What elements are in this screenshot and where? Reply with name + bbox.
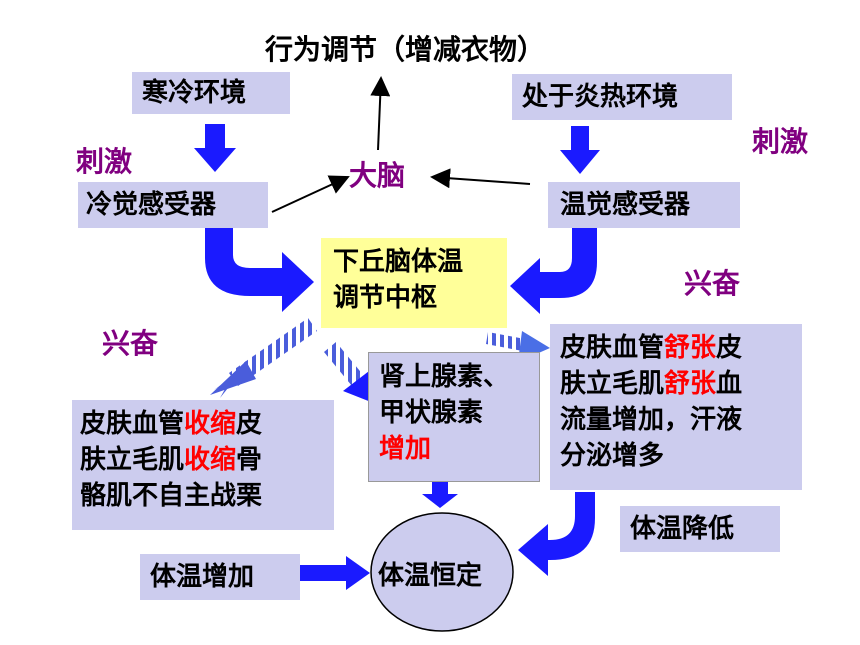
arrow-cold-receptor-to-brain [271,175,350,213]
hot-line1-a: 皮肤血管 [560,333,665,363]
arrow-hormones-to-constant [422,480,458,508]
cold-response-box: 皮肤血管收缩皮 肤立毛肌收缩骨 骼肌不自主战栗 [72,400,334,530]
warm-receptor-box: 温觉感受器 [548,182,740,228]
arrow-cold-receptor-to-center [205,228,314,312]
hot-line1-c: 皮 [716,333,743,363]
hot-line4: 分泌增多 [560,441,665,471]
hormones-line1: 肾上腺素、 [379,362,510,392]
temp-constant-label: 体温恒定 [378,561,483,591]
hot-line2-b: 舒张 [664,369,717,399]
hot-line3: 流量增加，汗液 [560,405,743,435]
arrow-warm-receptor-to-center [510,228,597,314]
temp-decrease-box: 体温降低 [620,506,780,552]
hot-response-box: 皮肤血管舒张皮 肤立毛肌舒张血 流量增加，汗液 分泌增多 [550,324,802,490]
behavior-regulation-title: 行为调节（增减衣物） [265,33,546,66]
hypothalamus-line1: 下丘脑体温 [333,247,464,277]
stimulus-label-right: 刺激 [752,125,809,158]
temp-increase-box: 体温增加 [140,554,300,600]
temp-constant-circle [370,512,514,632]
hot-line2-c: 血 [716,369,743,399]
cold-line1-b: 收缩 [184,409,237,439]
hot-line1-b: 舒张 [664,333,717,363]
cold-line3: 骼肌不自主战栗 [80,481,263,511]
brain-label: 大脑 [349,159,406,192]
arrow-temp-increase-to-constant [300,556,370,590]
arrow-center-to-cold-response [210,318,317,398]
arrow-center-to-hormones [324,342,376,404]
hot-environment-box: 处于炎热环境 [512,74,732,120]
excite-label-right: 兴奋 [684,267,741,300]
hormones-increase: 增加 [379,434,432,464]
hormones-box: 肾上腺素、 甲状腺素 增加 [368,352,540,482]
hormones-line2: 甲状腺素 [379,398,484,428]
arrow-hot-env-down [560,126,600,174]
hypothalamus-center-box: 下丘脑体温 调节中枢 [321,238,507,328]
cold-line2-c: 骨 [236,445,263,475]
arrow-brain-to-behavior [370,76,391,151]
cold-line2-b: 收缩 [184,445,237,475]
cold-line1-a: 皮肤血管 [80,409,185,439]
excite-label-left: 兴奋 [102,327,159,360]
hot-line2-a: 肤立毛肌 [560,369,665,399]
arrow-hot-response-to-constant [518,492,595,576]
hypothalamus-line2: 调节中枢 [333,283,438,313]
arrow-cold-env-down [194,124,236,172]
cold-receptor-box: 冷觉感受器 [78,182,268,228]
arrow-warm-receptor-to-brain [430,168,531,189]
cold-line2-a: 肤立毛肌 [80,445,185,475]
cold-line1-c: 皮 [236,409,263,439]
cold-environment-box: 寒冷环境 [132,72,290,114]
stimulus-label-left: 刺激 [76,145,133,178]
